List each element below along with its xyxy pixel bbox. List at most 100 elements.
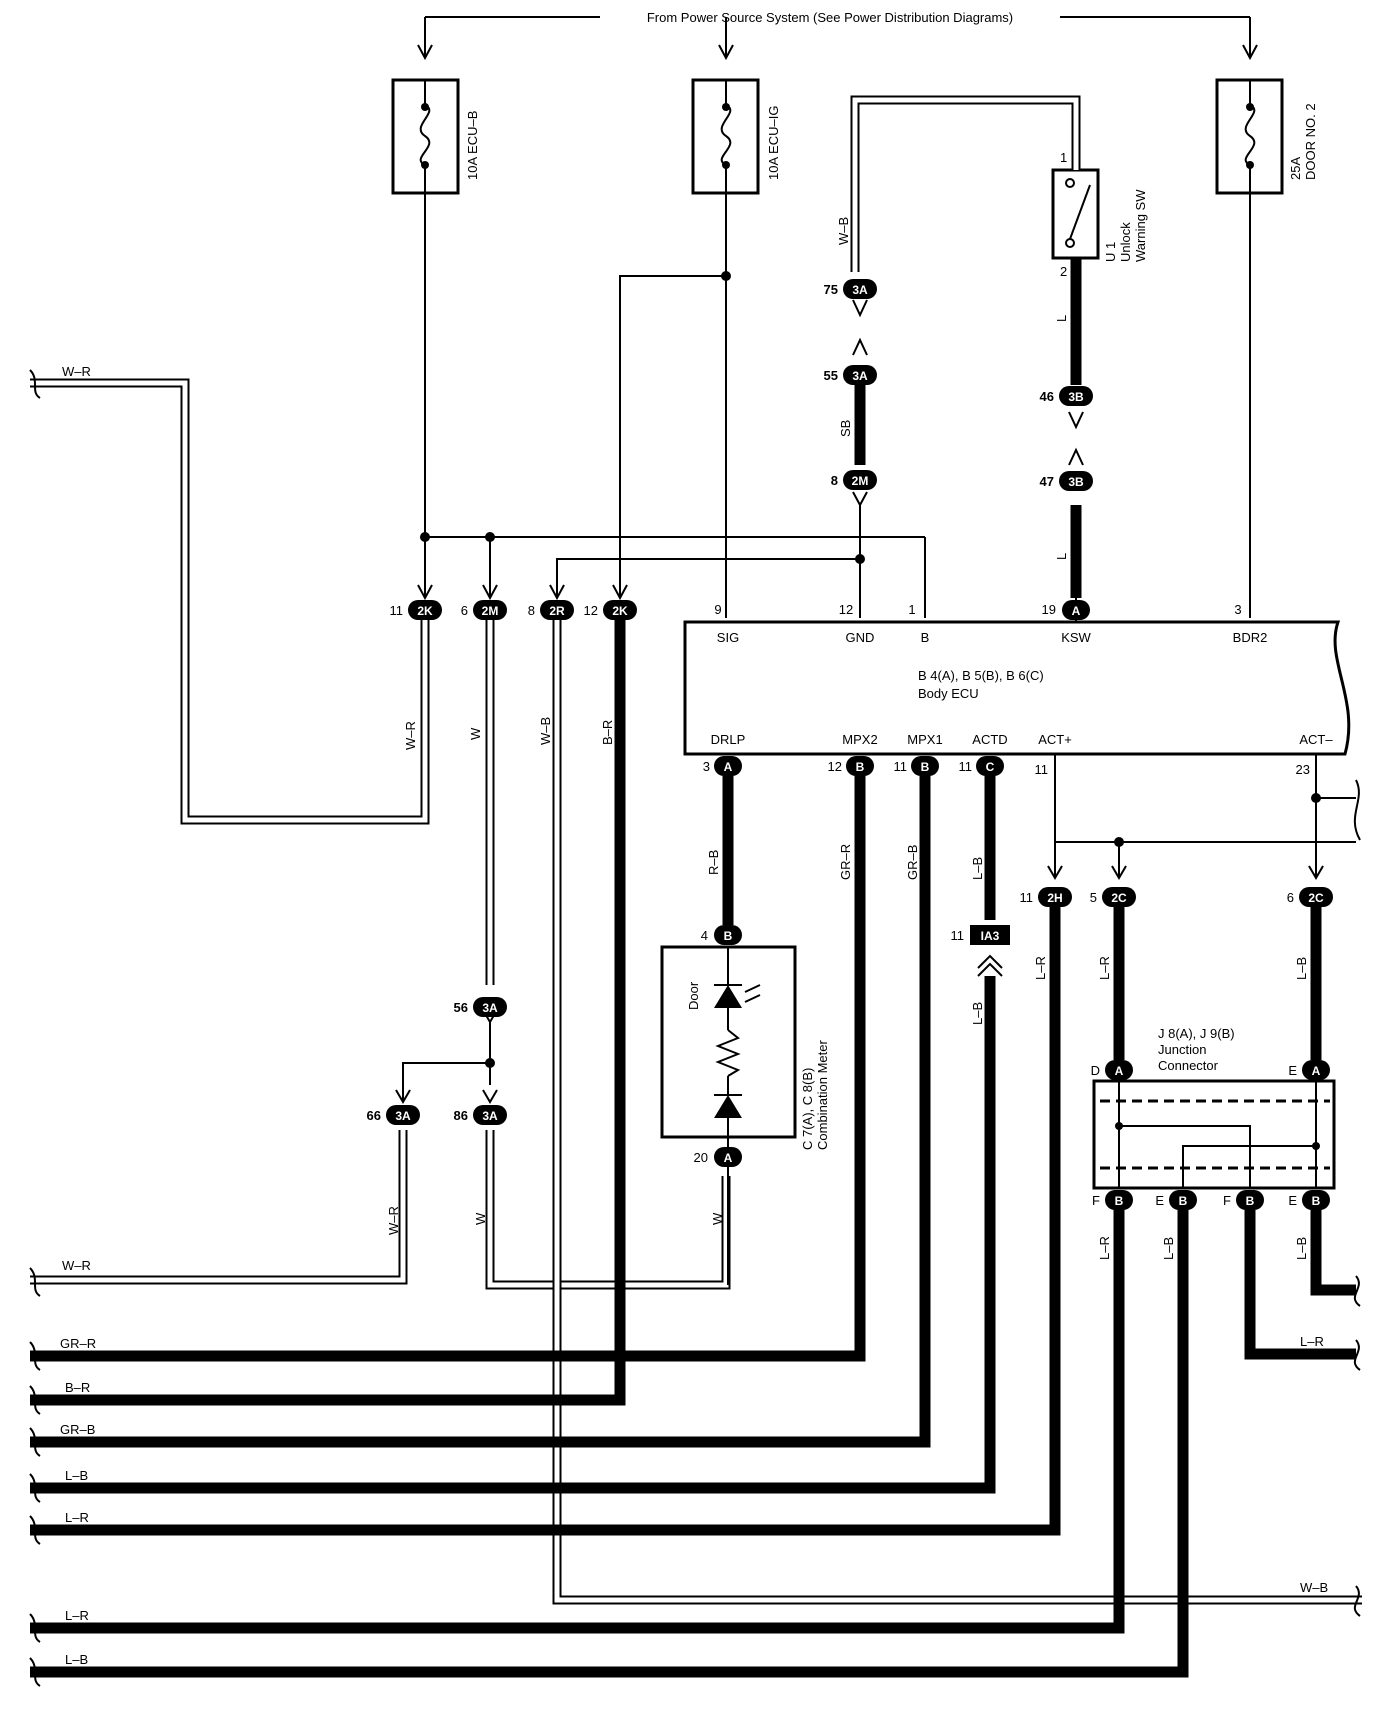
svg-text:47: 47 [1040,474,1054,489]
ecu-code: B 4(A), B 5(B), B 6(C) [918,668,1044,683]
ecu-label-actminus: ACT– [1299,732,1333,747]
fuse-ecu-b-label: 10A ECU–B [465,111,480,180]
svg-text:3A: 3A [852,369,868,383]
svg-text:3A: 3A [482,1001,498,1015]
jc-name-1: Junction [1158,1042,1206,1057]
wire-right-lr: L–R [1300,1334,1324,1349]
jc-bot-e2-pin: E [1288,1193,1297,1208]
jc-top-e-pin: E [1288,1063,1297,1078]
ecu-pin-b: 1 [908,602,915,617]
svg-text:2M: 2M [482,604,499,618]
svg-text:6: 6 [461,603,468,618]
meter-lamp-label: Door [686,981,701,1010]
bw-grr: GR–R [60,1336,96,1351]
ecu-ksw-conn: A [1072,604,1081,618]
ecu-label-drlp: DRLP [711,732,746,747]
svg-text:75: 75 [824,282,838,297]
junction-connector: J 8(A), J 9(B) Junction Connector A D A … [30,1026,1361,1678]
switch-code: U 1 [1103,242,1118,262]
jc-top-e-conn: A [1312,1064,1321,1078]
svg-text:11: 11 [390,603,404,618]
ecu-pin-sig: 9 [714,602,721,617]
bw-wb: W–B [1300,1580,1328,1595]
conn-12-2k: 2K 12 [584,584,637,620]
ecu-label-gnd: GND [846,630,875,645]
lower-left-connectors: 3A 56 3A 66 3A 86 [367,997,507,1125]
conn-56-3a: 3A 56 [454,997,507,1017]
body-ecu: A 9 12 1 19 3 SIG GND B KSW BDR2 B 4(A),… [683,598,1351,777]
power-source-feed: From Power Source System (See Power Dist… [417,10,1258,61]
svg-text:12: 12 [828,759,842,774]
meter-code: C 7(A), C 8(B) [800,1068,815,1150]
conn-75-3a: 3A 75 [824,279,877,299]
wire-lb-v5: L–B [1294,1237,1309,1260]
wire-grr-v: GR–R [838,844,853,880]
conn-86-3a: 3A 86 [454,1089,507,1125]
conn-55-3a: 3A 55 [824,365,877,385]
ecu-label-bdr2: BDR2 [1233,630,1268,645]
meter-pin-in: 4 [701,928,708,943]
ecu-term-mpx1: B 11 [894,756,939,776]
conn-8-2r: 2R 8 [528,584,574,620]
svg-text:3A: 3A [482,1109,498,1123]
svg-text:56: 56 [454,1000,468,1015]
conn-11-2h: 2H 11 [1020,887,1072,907]
ecu-pin-actminus: 23 [1296,762,1310,777]
ecu-pin-ksw: 19 [1042,602,1056,617]
svg-text:2C: 2C [1308,891,1324,905]
wire-lr-v2: L–R [1097,956,1112,980]
fuse-door-no2-name: DOOR NO. 2 [1303,103,1318,180]
wire-lb-v4: L–B [1161,1237,1176,1260]
ecu-pin-actplus: 11 [1035,762,1049,777]
jc-bot-f1-pin: F [1092,1193,1100,1208]
svg-text:2M: 2M [852,474,869,488]
svg-text:B: B [856,760,865,774]
wire-lb-v1: L–B [970,857,985,880]
conn-46-3b: 3B 46 [1040,386,1093,406]
jc-bot-f2-pin: F [1223,1193,1231,1208]
bw-lr2: L–R [65,1608,89,1623]
svg-text:11: 11 [959,759,973,774]
jc-top-d-conn: A [1115,1064,1124,1078]
jc-name-2: Connector [1158,1058,1219,1073]
jc-bot-e2-conn: B [1312,1194,1321,1208]
meter-conn-in: B [724,929,733,943]
fuse-door-no2: 25A DOOR NO. 2 [1215,78,1318,195]
wire-grb-v: GR–B [905,845,920,880]
ecu-term-drlp: A 3 [703,756,742,776]
bw-lb2: L–B [65,1652,88,1667]
switch-name-1: Unlock [1118,222,1133,262]
ecu-label-b: B [921,630,930,645]
svg-text:3: 3 [703,759,710,774]
wire-wb-br-columns: W–B B–R [30,620,1362,1605]
ecu-term-mpx2: B 12 [828,756,874,776]
ecu-label-mpx1: MPX1 [907,732,942,747]
wire-wb-top: W–B [836,217,851,245]
combination-meter: R–B B 4 Door A 20 C 7(A), C 8(B) Combina… [660,776,830,1285]
header-text: From Power Source System (See Power Dist… [647,10,1013,25]
jc-bot-f1-conn: B [1115,1194,1124,1208]
bw-lr1: L–R [65,1510,89,1525]
wire-w-v3: W [710,1212,725,1225]
connectors-top: 2K 11 2M 6 2R 8 2K 12 [390,584,637,620]
wire-w-column: W W–R W–R W W [29,620,731,1297]
bw-lb1: L–B [65,1468,88,1483]
wire-lr-v3: L–R [1097,1236,1112,1260]
conn-5-2c: 2C 5 [1090,887,1136,907]
meter-name: Combination Meter [815,1040,830,1150]
wire-sb: SB [838,420,853,437]
conn-8-2m: 2M 8 [831,470,877,508]
jc-bot-e1-conn: B [1179,1194,1188,1208]
wire-lr-v1: L–R [1033,956,1048,980]
conn-6-2c: 2C 6 [1287,887,1333,907]
svg-text:6: 6 [1287,890,1294,905]
svg-text:C: C [986,760,995,774]
svg-text:A: A [724,760,733,774]
column-connectors: 3A 75 3A 55 2M 8 3B 46 3B 47 [824,279,1093,508]
switch-pin-1: 1 [1060,150,1067,165]
wire-wr-bottom: W–R [62,1258,91,1273]
wire-wr-v2: W–R [386,1206,401,1235]
wire-w-v2: W [473,1212,488,1225]
conn-ia3: IA3 [981,929,1000,943]
